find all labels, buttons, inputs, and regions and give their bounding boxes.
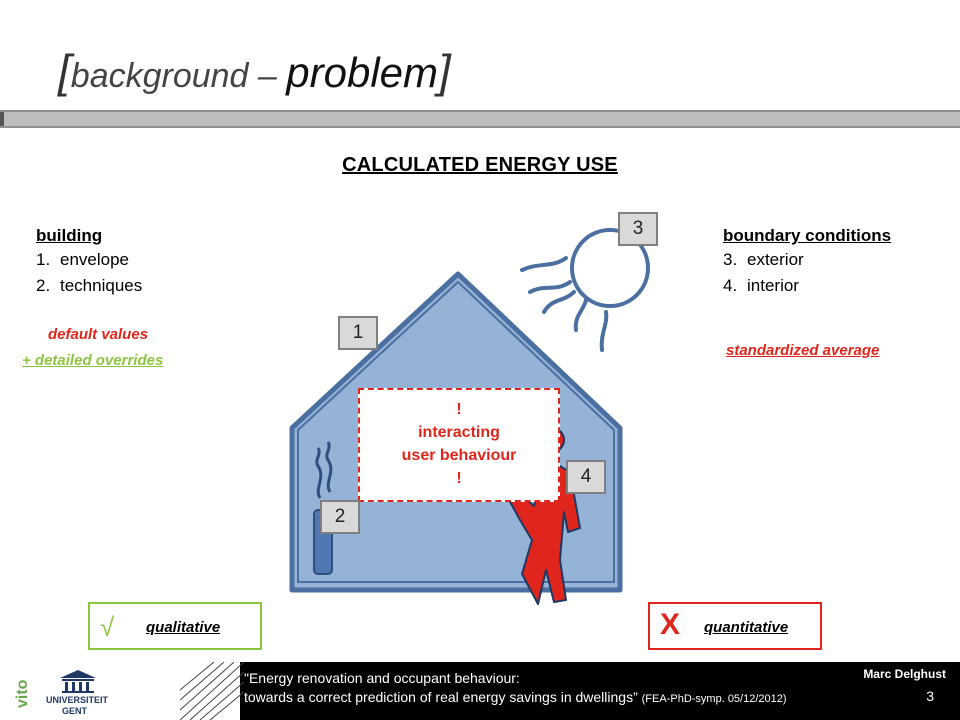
list-item-label: interior bbox=[747, 276, 799, 295]
interacting-user-behaviour-box: ! interacting user behaviour ! bbox=[358, 388, 560, 502]
marker-1: 1 bbox=[338, 316, 378, 350]
list-item-number: 3. bbox=[723, 250, 738, 269]
building-heading: building bbox=[36, 226, 103, 245]
marker-2: 2 bbox=[320, 500, 360, 534]
list-item-number: 1. bbox=[36, 250, 51, 269]
list-item-label: techniques bbox=[60, 276, 143, 295]
sun-ray-icon bbox=[599, 310, 609, 352]
ugent-logo-line1: UNIVERSITEIT bbox=[46, 695, 109, 705]
house-illustration bbox=[289, 228, 650, 605]
list-item: 1. envelope bbox=[36, 247, 142, 273]
list-item-label: envelope bbox=[60, 250, 130, 269]
title-main: problem bbox=[286, 49, 439, 96]
list-item: 4. interior bbox=[723, 273, 804, 299]
footer-citation-line1: "Energy renovation and occupant behaviou… bbox=[244, 670, 520, 686]
boundary-conditions-heading: boundary conditions bbox=[723, 226, 892, 245]
boundary-conditions-list: 3. exterior 4. interior bbox=[723, 247, 804, 299]
diagram-heading: CALCULATED ENERGY USE bbox=[342, 154, 618, 176]
list-item-label: exterior bbox=[747, 250, 804, 269]
slide-title: [background – problem] bbox=[58, 44, 451, 98]
cross-icon: X bbox=[660, 608, 681, 641]
footer-citation: "Energy renovation and occupant behaviou… bbox=[244, 669, 787, 709]
title-sub: background – bbox=[70, 57, 287, 95]
sun-ray-icon bbox=[528, 280, 572, 294]
building-list: 1. envelope 2. techniques bbox=[36, 247, 142, 299]
footer-logo-area bbox=[0, 662, 240, 720]
detailed-overrides-note: + detailed overrides bbox=[22, 352, 164, 369]
title-close-bracket: ] bbox=[438, 45, 451, 97]
vito-logo: vito bbox=[14, 676, 34, 710]
check-icon: √ bbox=[100, 612, 115, 642]
qualitative-label: qualitative bbox=[146, 619, 221, 636]
behaviour-line: user behaviour bbox=[401, 447, 517, 464]
sun-ray-icon bbox=[520, 256, 568, 272]
vito-logo-text: vito bbox=[14, 679, 31, 708]
footer-citation-line2-text: towards a correct prediction of real ene… bbox=[244, 689, 638, 705]
behaviour-line: ! bbox=[456, 401, 462, 418]
footer-citation-symposium: (FEA-PhD-symp. 05/12/2012) bbox=[641, 693, 787, 705]
default-values-note: default values bbox=[48, 326, 149, 343]
list-item: 3. exterior bbox=[723, 247, 804, 273]
heat-wave-icon bbox=[315, 447, 323, 499]
footer-decoration-icon bbox=[180, 662, 244, 720]
title-divider-bar bbox=[0, 110, 960, 128]
page-number: 3 bbox=[926, 688, 934, 704]
marker-3: 3 bbox=[618, 212, 658, 246]
quantitative-verdict: X quantitative bbox=[648, 602, 822, 650]
behaviour-line: interacting bbox=[418, 424, 500, 441]
title-divider-accent bbox=[0, 112, 4, 126]
behaviour-line: ! bbox=[456, 470, 462, 487]
ugent-logo-line2: GENT bbox=[62, 706, 88, 716]
footer-bar: vito UNIVERSITEIT GENT bbox=[0, 662, 960, 720]
sun-ray-icon bbox=[573, 298, 588, 332]
quantitative-label: quantitative bbox=[704, 619, 789, 636]
list-item-number: 4. bbox=[723, 276, 738, 295]
title-open-bracket: [ bbox=[58, 45, 71, 97]
footer-citation-line2: towards a correct prediction of real ene… bbox=[244, 688, 787, 709]
footer-author: Marc Delghust bbox=[863, 667, 946, 681]
qualitative-verdict: √ qualitative bbox=[88, 602, 262, 650]
marker-4: 4 bbox=[566, 460, 606, 494]
sun-ray-icon bbox=[542, 290, 576, 314]
standardized-average-note: standardized average bbox=[726, 342, 880, 359]
heat-wave-icon bbox=[325, 441, 333, 493]
list-item-number: 2. bbox=[36, 276, 51, 295]
list-item: 2. techniques bbox=[36, 273, 142, 299]
ugent-logo-icon bbox=[60, 670, 96, 693]
sun-icon bbox=[570, 228, 650, 308]
